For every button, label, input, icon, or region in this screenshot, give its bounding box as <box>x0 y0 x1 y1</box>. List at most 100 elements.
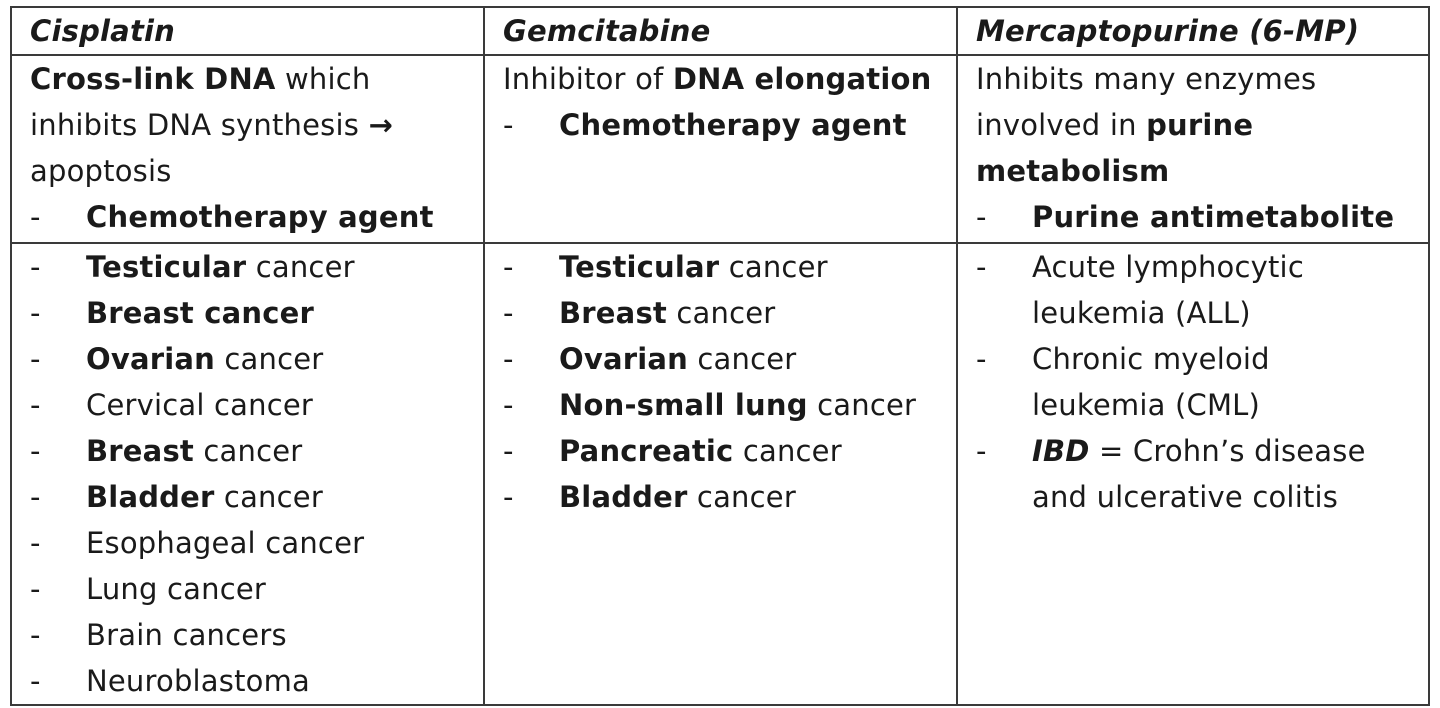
use-text: cancer <box>246 250 355 284</box>
dash-bullet: - <box>30 618 41 652</box>
mechanism-line: metabolism <box>976 148 1418 194</box>
list-item: - Cervical cancer <box>30 382 473 428</box>
header-cell-cisplatin: Cisplatin <box>10 6 485 56</box>
dash-bullet: - <box>30 434 41 468</box>
dash-bullet: - <box>503 480 514 514</box>
dash-bullet: - <box>503 388 514 422</box>
drug-name: Mercaptopurine (6-MP) <box>976 14 1360 48</box>
mechanism-line: Inhibits many enzymes <box>976 56 1418 102</box>
mechanism-text: inhibits DNA synthesis <box>30 108 369 142</box>
dash-bullet: - <box>30 388 41 422</box>
category-item: - Chemotherapy agent <box>30 194 473 240</box>
dash-bullet: - <box>503 434 514 468</box>
dash-bullet: - <box>503 250 514 284</box>
dash-bullet: - <box>30 480 41 514</box>
use-text: cancer <box>214 342 324 376</box>
dash-bullet: - <box>30 526 41 560</box>
dash-bullet: - <box>30 342 41 376</box>
dash-bullet: - <box>503 108 514 142</box>
dash-bullet: - <box>976 200 987 234</box>
header-cell-mercaptopurine: Mercaptopurine (6-MP) <box>956 6 1430 56</box>
use-text: Brain cancers <box>86 618 287 652</box>
mechanism-text: involved in <box>976 108 1147 142</box>
use-text: Cervical cancer <box>86 388 314 422</box>
use-bold: Breast <box>559 296 667 330</box>
list-item: - Testicular cancer <box>30 244 473 290</box>
category-text: Chemotherapy agent <box>86 200 434 234</box>
uses-cell-cisplatin: - Testicular cancer - Breast cancer - Ovari… <box>10 242 485 706</box>
list-item: - Ovarian cancer <box>30 336 473 382</box>
list-item: - Breast cancer <box>30 290 473 336</box>
use-text: cancer <box>193 434 303 468</box>
mechanism-bold: purine <box>1146 108 1254 142</box>
dash-bullet: - <box>30 664 41 698</box>
use-bold: Breast cancer <box>86 296 315 330</box>
list-item: -Pancreatic cancer <box>503 428 946 474</box>
list-item: - Acute lymphocytic leukemia (ALL) <box>976 244 1418 336</box>
dash-bullet: - <box>30 296 41 330</box>
mechanism-line: inhibits DNA synthesis → <box>30 102 473 148</box>
category-item: - Chemotherapy agent <box>503 102 946 148</box>
dash-bullet: - <box>976 250 987 284</box>
dash-bullet: - <box>30 250 41 284</box>
drug-name: Cisplatin <box>30 14 176 48</box>
use-bold: Breast <box>86 434 194 468</box>
mechanism-text: apoptosis <box>30 154 172 188</box>
use-text: Esophageal cancer <box>86 526 365 560</box>
ibd-abbreviation: IBD <box>1032 434 1090 468</box>
list-item: - Ovarian cancer <box>503 336 946 382</box>
list-item: - Neuroblastoma <box>30 658 473 704</box>
use-text: Neuroblastoma <box>86 664 311 698</box>
mechanism-line: apoptosis <box>30 148 473 194</box>
category-text: Purine antimetabolite <box>1032 200 1395 234</box>
uses-row: - Testicular cancer - Breast cancer - Ovari… <box>10 242 1430 706</box>
use-bold: Testicular <box>86 250 247 284</box>
use-bold: Ovarian <box>559 342 688 376</box>
list-item: - Lung cancer <box>30 566 473 612</box>
list-item: - Breast cancer <box>30 428 473 474</box>
drug-comparison-table: Cisplatin Gemcitabine Mercaptopurine (6-… <box>10 6 1430 706</box>
use-text: cancer <box>687 342 797 376</box>
use-text: Lung cancer <box>86 572 267 606</box>
header-row: Cisplatin Gemcitabine Mercaptopurine (6-… <box>10 6 1430 56</box>
use-text: cancer <box>687 480 796 514</box>
uses-cell-gemcitabine: - Testicular cancer - Breast cancer - Ovari… <box>483 242 958 706</box>
use-text: leukemia (ALL) <box>1032 296 1251 330</box>
use-text: and ulcerative colitis <box>1032 480 1339 514</box>
list-item: - Bladder cancer <box>30 474 473 520</box>
use-bold: Bladder <box>86 480 215 514</box>
mechanism-text: Inhibitor of <box>503 62 673 96</box>
use-bold: Bladder <box>559 480 688 514</box>
use-bold: Pancreatic <box>559 434 734 468</box>
use-text: cancer <box>666 296 776 330</box>
list-item: - Breast cancer <box>503 290 946 336</box>
list-item: - Brain cancers <box>30 612 473 658</box>
mechanism-cell-gemcitabine: Inhibitor of DNA elongation -Chemotherap… <box>483 54 958 244</box>
dash-bullet: - <box>976 342 987 376</box>
dash-bullet: - <box>30 200 41 234</box>
use-bold: Ovarian <box>86 342 215 376</box>
mechanism-text: which <box>275 62 371 96</box>
list-item: - Non-small lung cancer <box>503 382 946 428</box>
mechanism-line: involved in purine <box>976 102 1418 148</box>
list-item: - Bladder cancer <box>503 474 946 520</box>
use-bold: Testicular <box>559 250 720 284</box>
use-text: Acute lymphocytic <box>1032 250 1304 284</box>
use-text: = Crohn’s disease <box>1089 434 1366 468</box>
use-text: cancer <box>807 388 917 422</box>
mechanism-row: Cross-link DNA which inhibits DNA synthe… <box>10 54 1430 244</box>
category-text: Chemotherapy agent <box>559 108 907 142</box>
use-text: cancer <box>719 250 828 284</box>
list-item: - Testicular cancer <box>503 244 946 290</box>
dash-bullet: - <box>30 572 41 606</box>
use-text: leukemia (CML) <box>1032 388 1261 422</box>
mechanism-cell-cisplatin: Cross-link DNA which inhibits DNA synthe… <box>10 54 485 244</box>
use-text: cancer <box>214 480 323 514</box>
use-bold: Non-small lung <box>559 388 808 422</box>
dash-bullet: - <box>503 342 514 376</box>
dash-bullet: - <box>503 296 514 330</box>
drug-name: Gemcitabine <box>503 14 711 48</box>
arrow-icon: → <box>368 108 393 142</box>
